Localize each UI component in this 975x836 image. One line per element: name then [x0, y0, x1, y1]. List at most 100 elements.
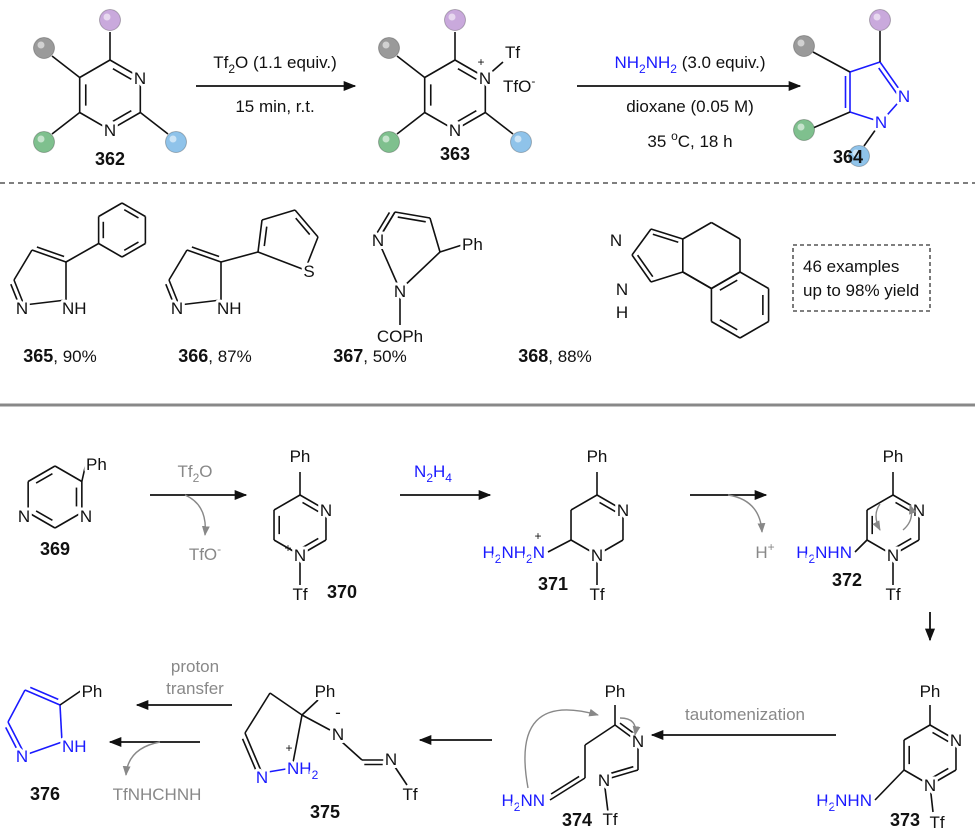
double-bond	[636, 254, 654, 278]
bond	[59, 704, 63, 743]
bond	[849, 61, 881, 73]
atom-nh: NH	[62, 737, 87, 756]
bond	[178, 299, 222, 306]
bond	[299, 539, 327, 556]
atom-n: N	[394, 282, 406, 301]
bond	[880, 95, 905, 123]
bond	[929, 784, 934, 813]
atom-n: N	[913, 501, 925, 520]
bond	[739, 271, 769, 290]
atom-ph: Ph	[86, 455, 107, 474]
example-367: N N Ph COPh 367, 50%	[333, 228, 486, 366]
bond	[584, 724, 616, 746]
bond	[98, 202, 123, 218]
bond	[429, 217, 441, 253]
proton-transfer-line2: transfer	[166, 679, 224, 698]
bond	[929, 769, 957, 786]
bond	[866, 539, 894, 556]
substituent-ball-purple	[99, 9, 121, 31]
bond	[396, 55, 426, 79]
bond	[631, 228, 652, 256]
bond	[849, 111, 882, 123]
curved-arrow	[524, 708, 599, 789]
bond	[299, 494, 327, 511]
compound-374: Ph N N Tf H2NN 374	[498, 679, 647, 832]
compound-label: 372	[832, 570, 862, 590]
positive-charge: +	[285, 741, 292, 755]
compound-372: Ph N N Tf H2NHN 372	[793, 444, 928, 607]
double-bond	[191, 246, 220, 258]
step-deprotonation: H+	[690, 489, 775, 562]
bond	[377, 239, 401, 291]
hydrazone-group: H2NN	[501, 791, 545, 814]
double-bond	[123, 241, 139, 251]
atom-n: N	[16, 747, 28, 766]
bond	[570, 494, 598, 511]
example-label: 366, 87%	[178, 346, 252, 366]
curved-arrow	[727, 494, 766, 533]
substituent-ball-blue	[165, 131, 187, 153]
curved-arrow	[872, 503, 881, 531]
double-bond	[35, 472, 53, 484]
step1-conditions-text: 15 min, r.t.	[235, 97, 314, 116]
double-bond	[932, 767, 949, 779]
atom-n: N	[449, 121, 461, 140]
ball-highlight	[514, 135, 522, 143]
bond	[711, 221, 741, 240]
substituent-ball-green	[378, 131, 400, 153]
compound-375: Ph N - N Tf N NH2 + 375	[253, 679, 421, 822]
substituent-ball-gray	[378, 37, 400, 59]
double-bond	[719, 319, 738, 331]
atom-n: N	[887, 546, 899, 565]
bond	[711, 271, 741, 290]
ball-highlight	[797, 123, 805, 131]
atom-n: N	[80, 507, 92, 526]
summary-examples: 46 examples	[803, 257, 899, 276]
bond	[109, 111, 141, 131]
bond	[394, 211, 431, 219]
positive-charge: +	[284, 541, 291, 555]
bond	[424, 59, 456, 79]
atom-n: N	[16, 299, 28, 318]
bond	[257, 219, 263, 253]
bond	[866, 494, 894, 511]
double-bond	[295, 217, 311, 236]
step-triflation: Tf2O TfO-	[150, 462, 248, 564]
atom-ph: Ph	[587, 447, 608, 466]
step-proton-transfer: proton transfer TfNHCHNH	[108, 657, 232, 804]
bond	[13, 249, 33, 281]
atom-n: N	[372, 231, 384, 250]
compound-370: Ph N N + Tf 370	[284, 444, 357, 607]
atom-h: H	[616, 303, 628, 322]
example-368: N N H 368, 88%	[518, 228, 631, 366]
bond	[304, 236, 319, 271]
hydrazinium-group: H2NH2N	[483, 543, 546, 566]
compound-364: N N 364	[833, 84, 913, 167]
double-bond	[36, 246, 65, 258]
atom-ph: Ph	[290, 447, 311, 466]
summary-box: 46 examples up to 98% yield	[792, 244, 931, 312]
bond	[31, 249, 67, 263]
atom-n: N	[898, 87, 910, 106]
bond	[603, 769, 639, 781]
compound-label: 375	[310, 802, 340, 822]
atom-ph: Ph	[462, 235, 483, 254]
bond	[7, 689, 26, 723]
compound-label: 371	[538, 574, 568, 594]
bond	[903, 769, 931, 786]
example-label: 367, 50%	[333, 346, 407, 366]
atom-n: N	[632, 732, 644, 751]
bond	[27, 465, 56, 483]
atom-ph: Ph	[920, 682, 941, 701]
double-bond	[652, 233, 679, 244]
ball-highlight	[37, 41, 45, 49]
hydrazine-group: H2NHN	[816, 791, 872, 814]
atom-n: N	[385, 750, 397, 769]
bond	[892, 539, 920, 556]
atom-n: N	[875, 113, 887, 132]
compound-label: 364	[833, 147, 863, 167]
atom-n: N	[950, 731, 962, 750]
bond	[23, 299, 67, 306]
atom-n: N	[598, 771, 610, 790]
step1-conditions: Tf2O (1.1 equiv.) 15 min, r.t.	[196, 53, 357, 116]
